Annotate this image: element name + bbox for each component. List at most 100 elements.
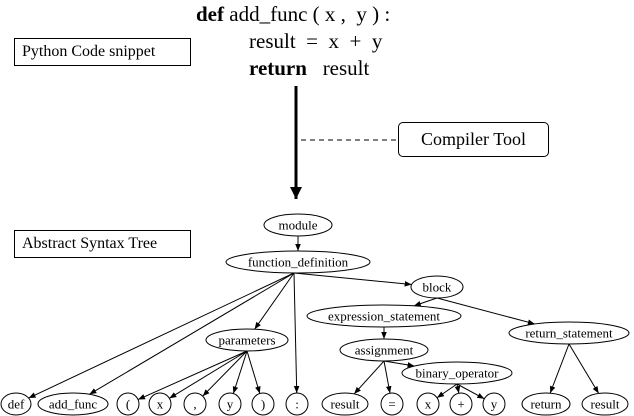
node-comma: , (183, 392, 207, 416)
code-keyword-return: return (249, 56, 307, 80)
node-label: x (157, 397, 164, 412)
node-ellipse (148, 392, 172, 416)
node-x2: x (416, 392, 440, 416)
node-label: module (279, 218, 318, 233)
tree-edges (28, 236, 600, 400)
node-result1: result (321, 392, 369, 416)
node-label: y (227, 397, 234, 412)
node-label: result (591, 397, 620, 412)
node-label: def (8, 397, 25, 412)
python-code-snippet-label: Python Code snippet (14, 38, 191, 66)
node-ellipse (183, 392, 207, 416)
node-label: , (193, 397, 196, 412)
node-ellipse (410, 275, 464, 299)
node-label: block (423, 280, 452, 295)
node-ellipse (205, 328, 289, 352)
node-rparen: ) (251, 392, 275, 416)
edge-return-statement-to-result2 (568, 343, 600, 394)
node-return: return (521, 392, 571, 416)
node-ellipse (482, 392, 506, 416)
node-ellipse (116, 392, 140, 416)
node-lparen: ( (116, 392, 140, 416)
node-module: module (263, 213, 333, 237)
edge-binary-operator-to-y2 (456, 383, 485, 400)
node-y2: y (482, 392, 506, 416)
node-ellipse (251, 392, 275, 416)
node-ellipse (321, 392, 369, 416)
node-label: y (491, 397, 498, 412)
edge-assignment-to-result1 (353, 360, 385, 395)
node-label: ) (261, 397, 265, 412)
node-label: expression_statement (328, 309, 440, 324)
node-add-func: add_func (37, 392, 109, 416)
node-parameters: parameters (205, 328, 289, 352)
node-label: ( (126, 397, 130, 412)
node-ellipse (0, 392, 32, 416)
edge-function-definition-to-block (293, 272, 412, 287)
node-label: result (331, 397, 360, 412)
node-label: parameters (218, 333, 275, 348)
node-ellipse (401, 361, 513, 385)
node-ellipse (521, 392, 571, 416)
node-label: binary_operator (415, 366, 499, 381)
code-line-1-text: add_func ( x , y ) : (224, 2, 391, 26)
edge-parameters-to-lparen (137, 350, 248, 400)
node-expression-statement: expression_statement (306, 304, 462, 328)
node-label: return_statement (525, 326, 613, 341)
code-line-3: return result (249, 58, 369, 79)
node-assignment: assignment (339, 338, 429, 362)
code-keyword-def: def (196, 2, 224, 26)
node-colon: : (285, 392, 309, 416)
node-ellipse (508, 321, 630, 345)
edge-block-to-expression-statement (413, 297, 438, 307)
code-line-2: result = x + y (249, 31, 382, 52)
edge-function-definition-to-parameters (254, 272, 295, 330)
node-x1: x (148, 392, 172, 416)
edge-parameters-to-y1 (232, 350, 248, 394)
node-label: : (295, 397, 299, 412)
node-binary-operator: binary_operator (401, 361, 513, 385)
edge-assignment-to-binary-operator (383, 360, 415, 368)
node-return-statement: return_statement (508, 321, 630, 345)
node-label: add_func (49, 397, 98, 412)
node-label: x (425, 397, 432, 412)
node-ellipse (339, 338, 429, 362)
abstract-syntax-tree-label: Abstract Syntax Tree (14, 230, 191, 258)
node-ellipse (380, 392, 404, 416)
node-equals: = (380, 392, 404, 416)
compiler-tool-box: Compiler Tool (398, 122, 549, 157)
edge-assignment-to-equals (383, 360, 392, 394)
node-def: def (0, 392, 32, 416)
node-result2: result (581, 392, 629, 416)
edge-function-definition-to-colon (293, 272, 300, 394)
edge-function-definition-to-def (28, 272, 295, 399)
edge-parameters-to-rparen (246, 350, 261, 394)
node-label: function_definition (248, 255, 349, 270)
edge-function-definition-to-add-func (89, 272, 295, 395)
node-ellipse (225, 250, 371, 274)
node-ellipse (306, 304, 462, 328)
code-line-3-text: result (306, 56, 370, 80)
node-ellipse (449, 392, 473, 416)
node-ellipse (218, 392, 242, 416)
edge-parameters-to-comma (202, 350, 248, 397)
edge-parameters-to-x1 (169, 350, 248, 399)
node-label: + (457, 397, 464, 412)
code-line-2-text: result = x + y (249, 29, 383, 53)
edge-block-to-return-statement (436, 297, 536, 325)
node-block: block (410, 275, 464, 299)
node-ellipse (416, 392, 440, 416)
edge-binary-operator-to-plus (454, 383, 461, 394)
node-ellipse (285, 392, 309, 416)
code-line-1: def add_func ( x , y ) : (196, 4, 390, 25)
node-label: assignment (355, 343, 414, 358)
node-function-definition: function_definition (225, 250, 371, 274)
edge-return-statement-to-return (549, 343, 570, 394)
node-label: = (388, 397, 395, 412)
node-plus: + (449, 392, 473, 416)
node-label: return (530, 397, 562, 412)
edge-binary-operator-to-x2 (436, 383, 458, 399)
node-ellipse (263, 213, 333, 237)
